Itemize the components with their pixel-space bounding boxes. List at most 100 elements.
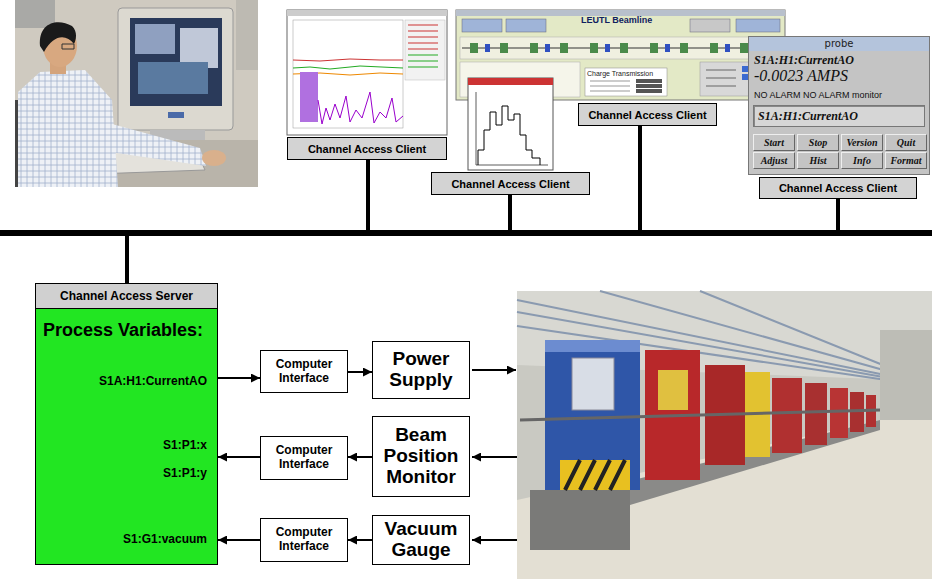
plot-trace (293, 59, 403, 61)
histogram-screenshot (468, 78, 553, 170)
plot-screenshot (287, 10, 447, 135)
plot-trace (293, 66, 403, 69)
connector (218, 539, 260, 541)
control-button (506, 19, 546, 32)
pv-name: S1A:H1:CurrentAO (99, 374, 207, 388)
screen-window (138, 62, 208, 94)
histogram-bars (478, 106, 540, 165)
connector (127, 126, 640, 283)
magnet-cover (572, 358, 614, 410)
box-label: Power Supply (377, 349, 465, 391)
monitor-logo (168, 112, 184, 118)
far-wall (880, 330, 932, 422)
hmi-window: LEUTL BeamlineCharge Transmission (456, 10, 785, 100)
plot-area (293, 20, 403, 128)
box-label: Adjust (761, 155, 788, 166)
photo-wall (15, 0, 258, 187)
box-label: Channel Access Client (588, 109, 706, 121)
screen-window (135, 24, 175, 54)
legend-row (408, 25, 438, 49)
plot-legend (405, 20, 445, 80)
connector (127, 160, 368, 283)
window-frame (468, 78, 553, 170)
pv-name: S1:P1:y (163, 466, 207, 480)
device-box: Power Supply (372, 341, 470, 399)
connector (348, 371, 372, 373)
pv-name: S1:P1:x (163, 438, 207, 452)
button: Info (841, 152, 883, 169)
magnet-coil (658, 370, 688, 410)
pv-value: -0.0023 AMPS (754, 67, 848, 85)
hair (40, 22, 76, 52)
section-heading: Process Variables: (43, 320, 203, 341)
control-button (690, 19, 730, 32)
signal-arrow (472, 456, 517, 458)
pv-name: S1A:H1:CurrentAO (754, 53, 854, 68)
beam-pipe (520, 410, 880, 420)
server-box: Channel Access ServerProcess Variables:S… (35, 283, 218, 565)
signal-arrow (472, 369, 516, 371)
status-value (636, 79, 662, 93)
status-row (706, 70, 736, 86)
box-label: Channel Access Client (451, 178, 569, 190)
box-label: S1A:H1:CurrentAO (758, 109, 858, 124)
pv-name: S1:G1:vacuum (123, 532, 207, 546)
box-label: Computer Interface (265, 526, 343, 554)
magnet-stand (530, 490, 630, 550)
client-label: Channel Access Client (287, 137, 447, 160)
window-frame (287, 10, 447, 135)
connector (218, 377, 260, 379)
hand (202, 150, 226, 166)
status-row (590, 81, 630, 91)
monitor-screen (130, 18, 222, 106)
accelerator-photo (517, 291, 932, 579)
connector (127, 195, 510, 283)
crt-monitor (118, 8, 233, 130)
background-monitor (236, 0, 258, 70)
button: Hist (797, 152, 839, 169)
plot-trace (300, 72, 318, 122)
panel-title: Charge Transmission (587, 70, 653, 77)
control-button (462, 19, 502, 32)
button: Quit (885, 134, 927, 151)
client-label: Channel Access Client (431, 172, 590, 195)
probe-window: probeS1A:H1:CurrentAO-0.0023 AMPSNO ALAR… (748, 36, 930, 175)
window-title: LEUTL Beamline (581, 15, 652, 25)
beamline-band (460, 37, 780, 59)
safety-stand (560, 460, 630, 490)
alarm-status: NO ALARM NO ALARM monitor (754, 90, 882, 100)
sleeve (90, 118, 206, 166)
background-monitor (15, 0, 55, 28)
box-label: Channel Access Client (779, 182, 897, 194)
button: Adjust (753, 152, 795, 169)
window-title: probe (749, 38, 929, 49)
device-box: Beam Position Monitor (372, 416, 470, 497)
interface-box: Computer Interface (260, 518, 348, 562)
box-label: Format (890, 155, 921, 166)
button: Format (885, 152, 927, 169)
photo-wall (517, 291, 932, 579)
magnet (805, 383, 827, 445)
control-button (736, 19, 780, 32)
title-bar (287, 10, 447, 16)
connector (348, 456, 372, 458)
glasses (62, 44, 74, 49)
operator-photo (15, 0, 258, 187)
interface-box: Computer Interface (260, 436, 348, 480)
box-label: Stop (809, 137, 827, 148)
box-label: Version (846, 137, 877, 148)
magnet (830, 388, 848, 438)
legend-row (408, 55, 438, 67)
beamline-element (470, 43, 748, 53)
beamline-element (485, 44, 730, 52)
box-label: Channel Access Client (308, 143, 426, 155)
box-label: Start (764, 137, 784, 148)
magnet (545, 340, 640, 490)
button: Start (753, 134, 795, 151)
plot-axis (476, 92, 548, 165)
signal-arrow (472, 539, 517, 541)
box-label: Quit (897, 137, 915, 148)
box-label: Vacuum Gauge (377, 519, 465, 561)
device-box: Vacuum Gauge (372, 515, 470, 565)
